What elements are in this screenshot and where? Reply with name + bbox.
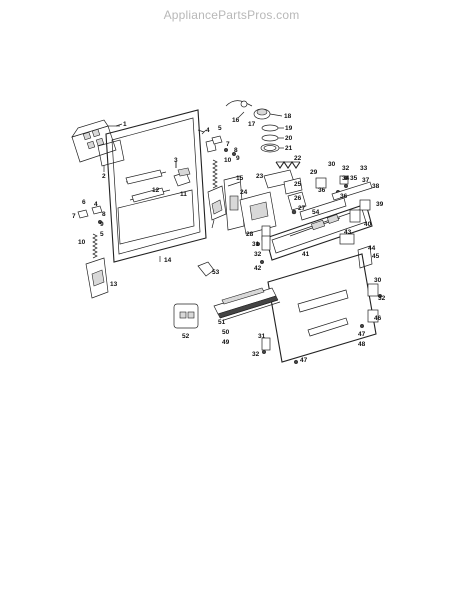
label-6: 6 — [82, 199, 86, 206]
label-32c: 32 — [378, 295, 386, 302]
label-5b: 5 — [100, 231, 104, 238]
label-4a: 4 — [206, 127, 210, 134]
left-hinge-spring[interactable] — [77, 205, 109, 299]
label-9b: 9 — [100, 221, 104, 228]
label-10b: 10 — [78, 239, 86, 246]
clip-53[interactable] — [197, 261, 215, 277]
gasket-2[interactable] — [97, 139, 125, 172]
clips-52[interactable] — [173, 303, 199, 329]
label-10a: 10 — [224, 157, 232, 164]
label-29: 29 — [310, 169, 318, 176]
bracket-15[interactable] — [223, 175, 245, 231]
label-34: 34 — [342, 175, 350, 182]
label-19: 19 — [285, 125, 293, 132]
label-27: 27 — [298, 205, 306, 212]
lower-hinge-parts[interactable] — [261, 283, 383, 365]
label-51: 51 — [218, 319, 226, 326]
inner-door-panel[interactable] — [105, 109, 207, 263]
wire-harness-22[interactable] — [275, 161, 301, 169]
label-47a: 47 — [358, 331, 366, 338]
label-43: 43 — [344, 229, 352, 236]
label-18: 18 — [284, 113, 292, 120]
label-8a: 8 — [234, 147, 238, 154]
label-28: 28 — [246, 231, 254, 238]
label-40: 40 — [364, 221, 372, 228]
label-15: 15 — [236, 175, 244, 182]
label-17: 17 — [248, 121, 256, 128]
label-2: 2 — [102, 173, 106, 180]
label-42: 42 — [254, 265, 262, 272]
label-7a: 7 — [226, 141, 230, 148]
label-35: 35 — [350, 175, 358, 182]
label-3: 3 — [174, 157, 178, 164]
label-31b: 31 — [258, 333, 266, 340]
label-30a: 30 — [328, 161, 336, 168]
left-fasteners[interactable] — [255, 235, 271, 265]
label-16: 16 — [232, 117, 240, 124]
label-48: 48 — [358, 341, 366, 348]
label-9a: 9 — [236, 155, 240, 162]
label-23: 23 — [256, 173, 264, 180]
label-12: 12 — [152, 187, 160, 194]
label-50: 50 — [222, 329, 230, 336]
console-end[interactable] — [339, 233, 373, 269]
label-31a: 31 — [252, 241, 260, 248]
latch-assembly[interactable] — [173, 162, 191, 187]
label-38: 38 — [372, 183, 380, 190]
label-32d: 32 — [252, 351, 260, 358]
label-7b: 7 — [72, 213, 76, 220]
label-44: 44 — [368, 245, 376, 252]
label-13: 13 — [110, 281, 118, 288]
control-console[interactable] — [265, 197, 373, 261]
label-32a: 32 — [342, 165, 350, 172]
label-36b: 36 — [340, 193, 348, 200]
label-11: 11 — [180, 191, 187, 198]
label-33: 33 — [360, 165, 368, 172]
control-module[interactable] — [239, 169, 307, 241]
label-8b: 8 — [102, 211, 106, 218]
label-32b: 32 — [254, 251, 262, 258]
label-26: 26 — [294, 195, 302, 202]
label-36a: 36 — [318, 187, 326, 194]
part-labels: 1 2 3 4 5 7 8 9 10 11 12 14 15 16 17 18 … — [72, 113, 386, 364]
label-21: 21 — [285, 145, 293, 152]
label-41: 41 — [302, 251, 310, 258]
console-clips[interactable] — [315, 175, 373, 223]
control-housing[interactable] — [71, 119, 120, 163]
label-46: 46 — [374, 315, 382, 322]
label-39: 39 — [376, 201, 384, 208]
handle-rail[interactable] — [213, 287, 281, 321]
watermark-text: AppliancePartsPros.com — [163, 8, 300, 22]
label-47b: 47 — [300, 357, 308, 364]
label-14: 14 — [164, 257, 172, 264]
label-54: 54 — [312, 209, 320, 216]
label-1: 1 — [123, 121, 127, 128]
outer-door-panel[interactable] — [267, 253, 377, 363]
right-hinge-spring[interactable] — [197, 129, 237, 229]
label-37: 37 — [362, 177, 370, 184]
label-24: 24 — [240, 189, 248, 196]
label-45: 45 — [372, 253, 380, 260]
label-49: 49 — [222, 339, 230, 346]
label-22: 22 — [294, 155, 302, 162]
label-52: 52 — [182, 333, 190, 340]
label-4b: 4 — [94, 201, 98, 208]
label-25: 25 — [294, 181, 302, 188]
label-20: 20 — [285, 135, 293, 142]
label-53: 53 — [212, 269, 220, 276]
leader-lines — [115, 111, 284, 168]
label-30b: 30 — [374, 277, 382, 284]
label-5a: 5 — [218, 125, 222, 132]
